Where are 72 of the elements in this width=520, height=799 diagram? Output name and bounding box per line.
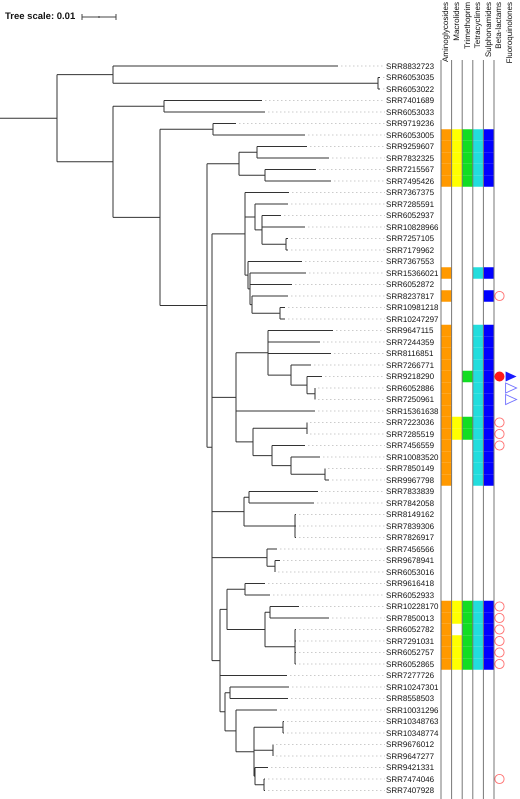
leaf-label: SRR7832325 (386, 152, 434, 164)
leaf-label: SRR9647115 (386, 325, 434, 336)
leaf-label: SRR8149162 (386, 509, 434, 520)
leaf-label: SRR7179962 (386, 244, 434, 256)
leaf-label: SRR10083520 (386, 452, 438, 462)
leaf-label: SRR6053035 (386, 72, 434, 83)
leaf-label: SRR8558503 (386, 693, 434, 704)
leaf-label: SRR7285591 (386, 198, 434, 210)
leaf-label: SRR9259607 (386, 141, 434, 152)
leaf-label: SRR7850149 (386, 463, 434, 474)
leaf-label: SRR7223036 (386, 417, 434, 428)
leaf-label: SRR6052757 (386, 647, 434, 658)
leaf-label: SRR7842058 (386, 498, 434, 508)
leaf-label: SRR7215567 (386, 164, 434, 175)
leaf-label: SRR10247301 (386, 682, 438, 692)
leaf-label: SRR8237817 (386, 290, 434, 302)
leaf-label: SRR9421331 (386, 762, 434, 773)
column-header: Tetracyclines (473, 2, 484, 48)
leaf-label: SRR9678941 (386, 555, 434, 566)
leaf-label: SRR7250961 (386, 394, 434, 405)
leaf-label: SRR10348763 (386, 716, 438, 727)
leaf-label: SRR7839306 (386, 520, 434, 532)
leaf-label: SRR6052937 (386, 210, 434, 221)
leaf-label: SRR7285519 (386, 428, 434, 440)
column-header: Beta-lactams (494, 2, 504, 49)
leaf-label: SRR7826917 (386, 532, 434, 543)
column-header: Fluoroquinolones (504, 2, 515, 64)
leaf-label: SRR7456566 (386, 544, 434, 554)
leaf-label: SRR7277726 (386, 670, 434, 681)
column-header: Trimethoprim (462, 2, 472, 49)
leaf-label: SRR6053016 (386, 566, 434, 578)
leaf-label: SRR10828966 (386, 222, 438, 232)
leaf-label: SRR10981218 (386, 302, 438, 313)
leaf-label: SRR6052782 (386, 624, 434, 635)
leaf-label: SRR15366021 (386, 268, 438, 278)
leaf-label: SRR7257105 (386, 233, 434, 244)
column-header: Sulphonamides (484, 2, 494, 58)
leaf-label: SRR7291031 (386, 636, 434, 646)
leaf-label: SRR7266771 (386, 360, 434, 370)
leaf-label: SRR6053022 (386, 84, 434, 94)
leaf-label: SRR9719236 (386, 118, 434, 129)
leaf-label: SRR10348774 (386, 728, 438, 738)
leaf-label: SRR7367553 (386, 256, 434, 267)
leaf-label: SRR9967798 (386, 474, 434, 486)
leaf-label: SRR7495426 (386, 176, 434, 186)
leaf-label: SRR15361638 (386, 406, 438, 416)
leaf-label: SRR6053033 (386, 106, 434, 118)
column-header: Aminoglycosides (441, 2, 452, 62)
leaf-label: SRR6052865 (386, 658, 434, 670)
leaf-label: SRR7407928 (386, 785, 434, 796)
leaf-label: SRR7244359 (386, 336, 434, 348)
leaf-label: SRR7474046 (386, 774, 434, 784)
leaf-label: SRR8832723 (386, 60, 434, 72)
leaf-label: SRR9676012 (386, 739, 434, 750)
leaf-label: SRR7367375 (386, 187, 434, 198)
leaf-label: SRR10031296 (386, 704, 438, 716)
leaf-label: SRR6053005 (386, 130, 434, 140)
leaf-label: SRR9616418 (386, 578, 434, 589)
leaf-label: SRR6052886 (386, 382, 434, 394)
leaf-label: SRR7456559 (386, 440, 434, 451)
leaf-label: SRR9647277 (386, 750, 434, 762)
leaf-label: SRR10247297 (386, 314, 438, 324)
leaf-label: SRR10228170 (386, 601, 438, 612)
leaf-label: SRR9218290 (386, 371, 434, 382)
leaf-label: SRR6052872 (386, 279, 434, 290)
leaf-label: SRR7401689 (386, 95, 434, 106)
column-header: Macrolides (452, 2, 462, 41)
leaf-label: SRR6052933 (386, 590, 434, 600)
leaf-label: SRR8116851 (386, 348, 434, 359)
leaf-label: SRR7833839 (386, 486, 434, 497)
leaf-label: SRR7850013 (386, 612, 434, 624)
scale-label: Tree scale: 0.01 (5, 11, 76, 23)
